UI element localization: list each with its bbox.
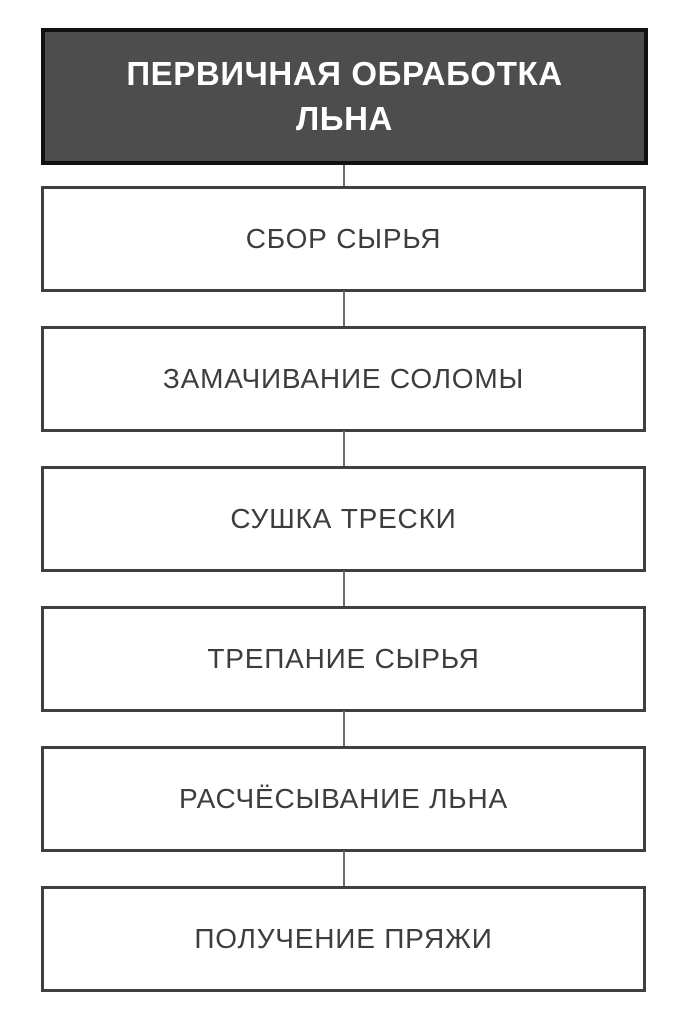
flowchart-node-step-5: РАСЧЁСЫВАНИЕ ЛЬНА — [41, 746, 646, 852]
flowchart-node-label-step-4: ТРЕПАНИЕ СЫРЬЯ — [207, 643, 480, 675]
connector-step-3-to-step-4 — [343, 571, 345, 607]
flowchart-header-label: ПЕРВИЧНАЯ ОБРАБОТКА ЛЬНА — [126, 54, 563, 137]
flowchart-node-label-step-1: СБОР СЫРЬЯ — [245, 223, 442, 255]
flowchart-node-step-3: СУШКА ТРЕСКИ — [41, 466, 646, 572]
connector-header-to-step-1 — [343, 165, 345, 187]
connector-step-5-to-step-6 — [343, 851, 345, 887]
connector-step-2-to-step-3 — [343, 431, 345, 467]
flowchart-node-label-step-5: РАСЧЁСЫВАНИЕ ЛЬНА — [179, 783, 508, 815]
flowchart-node-step-6: ПОЛУЧЕНИЕ ПРЯЖИ — [41, 886, 646, 992]
flowchart-node-step-1: СБОР СЫРЬЯ — [41, 186, 646, 292]
flowchart-node-label-step-6: ПОЛУЧЕНИЕ ПРЯЖИ — [194, 923, 493, 955]
flowchart-node-label-step-2: ЗАМАЧИВАНИЕ СОЛОМЫ — [162, 363, 525, 395]
flowchart-node-label-step-3: СУШКА ТРЕСКИ — [230, 503, 457, 535]
connector-step-4-to-step-5 — [343, 711, 345, 747]
connector-step-1-to-step-2 — [343, 291, 345, 327]
flowchart-node-step-4: ТРЕПАНИЕ СЫРЬЯ — [41, 606, 646, 712]
flowchart-node-step-2: ЗАМАЧИВАНИЕ СОЛОМЫ — [41, 326, 646, 432]
flowchart-header-node: ПЕРВИЧНАЯ ОБРАБОТКА ЛЬНА — [41, 28, 648, 165]
